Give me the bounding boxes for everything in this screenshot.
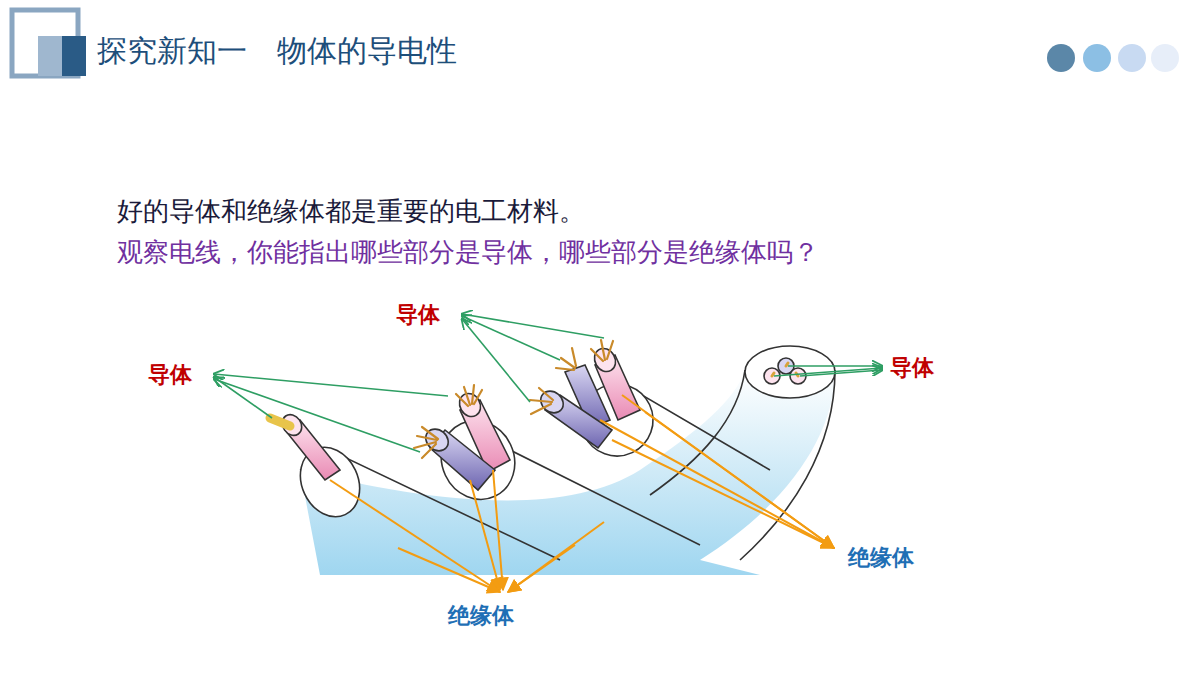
conductor-label: 导体 xyxy=(148,362,192,388)
slide-title: 探究新知一 物体的导电性 xyxy=(97,33,457,69)
conductor-leaders xyxy=(214,314,882,452)
insulator-label: 绝缘体 xyxy=(848,545,914,571)
cable-illustration xyxy=(270,345,835,575)
conductor-label: 导体 xyxy=(890,355,934,381)
insulator-leaders xyxy=(330,395,834,592)
insulator-label: 绝缘体 xyxy=(448,603,514,629)
header-decoration xyxy=(12,10,1200,76)
intro-text: 好的导体和绝缘体都是重要的电工材料。 xyxy=(117,196,585,227)
question-text: 观察电线，你能指出哪些部分是导体，哪些部分是绝缘体吗？ xyxy=(117,237,819,268)
conductor-label: 导体 xyxy=(396,302,440,328)
copper-strands xyxy=(414,340,798,458)
